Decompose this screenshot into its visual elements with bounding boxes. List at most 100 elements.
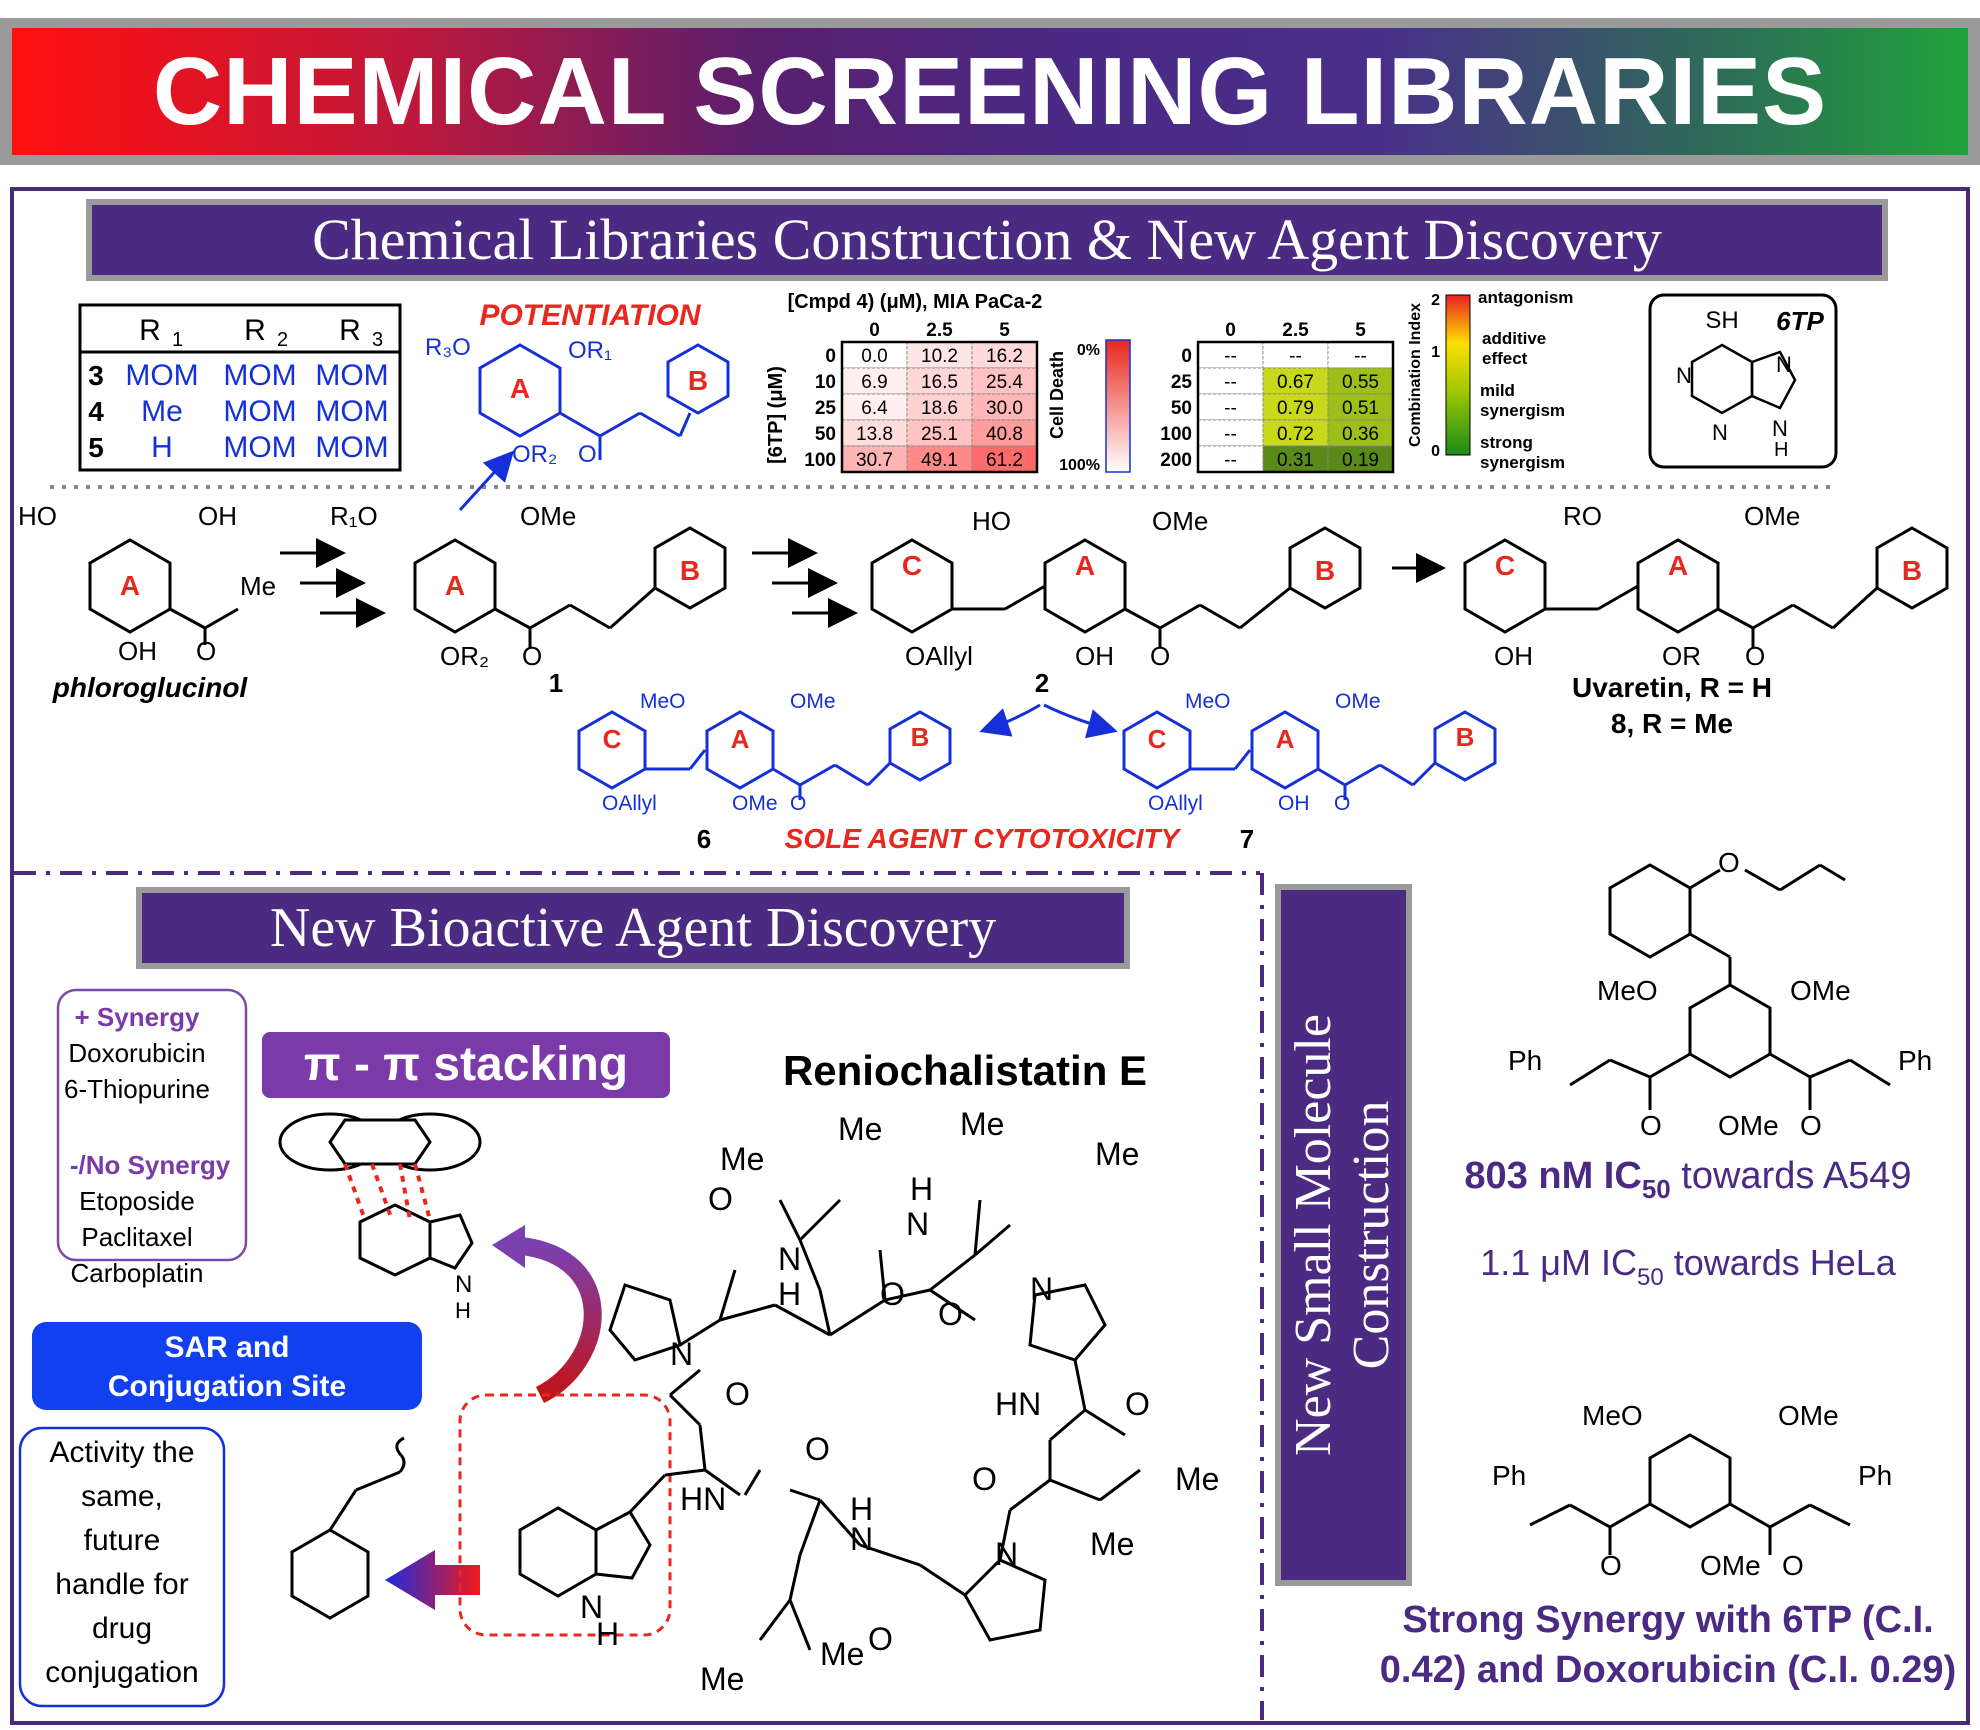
svg-text:Me: Me — [1095, 1136, 1139, 1172]
heatmap-value: 0.31 — [1277, 450, 1314, 471]
heatmap-col-header: 5 — [999, 320, 1010, 341]
svg-text:OMe: OMe — [1335, 690, 1381, 713]
highlight-box — [458, 1393, 672, 1637]
rgroup-cell: H — [151, 431, 173, 464]
heatmap-value: 16.5 — [921, 372, 958, 393]
ring-b-label: B — [1456, 722, 1475, 752]
svg-text:N: N — [1712, 420, 1728, 445]
svg-text:N: N — [906, 1206, 929, 1242]
svg-text:O: O — [725, 1376, 750, 1412]
synergy-plus-title: + Synergy — [74, 1002, 200, 1032]
svg-text:Ph: Ph — [1898, 1045, 1932, 1076]
heatmap-value: 0.36 — [1342, 424, 1379, 445]
heatmap-cell — [1197, 445, 1264, 473]
compound-7-structure — [1122, 710, 1497, 800]
heatmap-row-header: 100 — [804, 450, 836, 471]
activity-line: handle for — [55, 1568, 188, 1601]
svg-text:HN: HN — [680, 1481, 726, 1517]
svg-text:N: N — [1030, 1271, 1053, 1307]
svg-text:O: O — [196, 636, 216, 666]
potentiation-structure — [478, 343, 730, 460]
activity-line: future — [84, 1524, 161, 1557]
potentiation-substituent: OR₁ — [568, 337, 612, 364]
heatmap-cell — [1262, 367, 1329, 395]
heatmap-value: 30.7 — [856, 450, 893, 471]
section-top-title: Chemical Libraries Construction & New Ag… — [86, 199, 1888, 281]
ring-c-label: C — [603, 724, 622, 754]
uvaretin-label: Uvaretin, R = H — [1572, 672, 1772, 703]
death-scale-top: 0% — [1077, 342, 1100, 359]
ci-scale-label: Combination Index — [1407, 303, 1424, 447]
svg-text:Me: Me — [720, 1141, 764, 1177]
rgroup-row-id: 4 — [88, 396, 104, 427]
heatmap-border — [1196, 340, 1395, 474]
svg-text:OH: OH — [1075, 641, 1114, 671]
heatmap-value: 6.4 — [861, 398, 888, 419]
branch-arrow-7 — [1043, 703, 1118, 739]
svg-text:RO: RO — [1563, 501, 1602, 531]
rgroup-cell: MOM — [223, 359, 296, 392]
svg-text:OR₂: OR₂ — [440, 641, 489, 671]
ci-legend: synergism — [1480, 401, 1565, 420]
section-bottom-right-title — [1275, 884, 1412, 1586]
svg-text:OH: OH — [118, 636, 157, 666]
svg-text:H: H — [596, 1616, 619, 1652]
sar-badge: SAR and Conjugation Site — [32, 1322, 422, 1410]
ring-b-label: B — [1315, 555, 1335, 586]
svg-text:O: O — [1640, 1110, 1662, 1141]
svg-text:O: O — [1600, 1550, 1622, 1581]
heatmap-value: 25.4 — [986, 372, 1023, 393]
heatmap-row-header: 50 — [1171, 398, 1192, 419]
pi-stacking-badge: π - π stacking — [262, 1032, 670, 1098]
reniochalistatin-label: Reniochalistatin E — [783, 1047, 1147, 1094]
svg-text:OMe: OMe — [790, 690, 836, 713]
svg-text:Ph: Ph — [1492, 1460, 1526, 1491]
death-scale-bottom: 100% — [1059, 457, 1100, 474]
rgroup-row-id: 5 — [88, 432, 104, 463]
svg-text:O: O — [708, 1181, 733, 1217]
heatmap-col-header: 5 — [1355, 320, 1366, 341]
svg-text:O: O — [868, 1621, 893, 1657]
compound-7-label: 7 — [1240, 824, 1254, 854]
heatmap-value: -- — [1224, 450, 1237, 471]
svg-text:H: H — [778, 1276, 801, 1312]
synergy-plus-item: Doxorubicin — [68, 1038, 205, 1068]
tp-label: 6TP — [1776, 306, 1824, 336]
heatmap-value: -- — [1224, 346, 1237, 367]
svg-text:Me: Me — [960, 1106, 1004, 1142]
svg-text:N: N — [778, 1241, 801, 1277]
synergy-no-item: Etoposide — [79, 1186, 195, 1216]
heatmap-cell — [841, 367, 908, 395]
heatmap-col-header: 0 — [1225, 320, 1236, 341]
banner-title: CHEMICAL SCREENING LIBRARIES — [152, 38, 1828, 145]
ci-tick: 2 — [1431, 292, 1440, 309]
svg-text:H: H — [455, 1298, 471, 1323]
heatmap-cell — [1262, 419, 1329, 447]
svg-text:OMe: OMe — [732, 792, 778, 815]
svg-text:N: N — [850, 1521, 873, 1557]
right-structure-top — [1569, 863, 1891, 1110]
svg-text:O: O — [790, 792, 806, 815]
svg-text:OMe: OMe — [1790, 975, 1851, 1006]
svg-text:OMe: OMe — [520, 501, 576, 531]
svg-text:Me: Me — [820, 1636, 864, 1672]
heatmap-cell — [1327, 445, 1394, 473]
stacking-dashes — [343, 1163, 432, 1221]
arrows-1 — [280, 538, 386, 628]
ring-a-label: A — [731, 724, 750, 754]
svg-text:HN: HN — [995, 1386, 1041, 1422]
ring-a-label: A — [445, 570, 465, 601]
heatmap-value: 10.2 — [921, 346, 958, 367]
svg-text:O: O — [938, 1296, 963, 1332]
heatmap-value: 0.67 — [1277, 372, 1314, 393]
heatmap-col-header: 2.5 — [926, 320, 953, 341]
svg-text:Ph: Ph — [1508, 1045, 1542, 1076]
svg-text:R₁O: R₁O — [330, 501, 378, 531]
death-scale-label: Cell Death — [1047, 351, 1067, 439]
heatmap-col-header: 0 — [869, 320, 880, 341]
activity-line: drug — [92, 1612, 152, 1645]
potentiation-label: POTENTIATION — [479, 299, 701, 332]
